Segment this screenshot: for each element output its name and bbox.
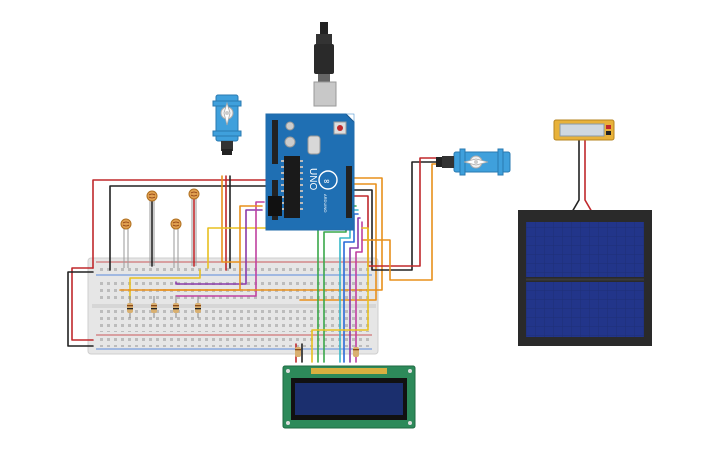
- wire-black-left: [67, 271, 94, 347]
- wire-yellow2: [129, 269, 201, 301]
- resistor-icon: [195, 296, 201, 318]
- arduino-uno-board[interactable]: ∞ UNO ARDUINO: [265, 22, 355, 231]
- servo-motor-icon[interactable]: [436, 148, 511, 176]
- resistor-icon: [151, 296, 157, 318]
- wire-pink-r: [355, 221, 363, 363]
- wire-pink: [175, 201, 265, 297]
- resistor-icon: [173, 296, 179, 318]
- wire-red-left: [71, 267, 94, 341]
- wire-purple-r: [349, 217, 361, 363]
- wire-orange-servo2: [361, 163, 447, 281]
- wire-orange-right: [119, 177, 383, 291]
- wire-purple: [175, 209, 263, 285]
- wire-black-right: [351, 161, 443, 271]
- resistor-icon: [127, 296, 133, 318]
- photoresistor-group[interactable]: [120, 188, 200, 268]
- photoresistor-icon: [170, 218, 182, 268]
- arduino-model-label: UNO: [307, 168, 318, 190]
- wire-red-right: [349, 157, 443, 267]
- wire-solar-black: [571, 139, 580, 213]
- resistor-icon: [353, 347, 359, 357]
- lcd-display-icon[interactable]: [282, 365, 416, 429]
- resistor-group[interactable]: [127, 296, 359, 357]
- breadboard[interactable]: [87, 257, 379, 355]
- arduino-brand-label: ARDUINO: [323, 194, 328, 212]
- wire-blue: [343, 213, 359, 363]
- wire-solar-red: [584, 139, 593, 213]
- wire-yellow-lcd: [311, 227, 369, 363]
- voltmeter-icon[interactable]: [553, 119, 615, 141]
- wire-servo1-orange: [221, 175, 241, 263]
- photoresistor-icon: [188, 188, 200, 266]
- servo-motor-icon[interactable]: [212, 94, 242, 155]
- solar-panel-icon[interactable]: [518, 210, 652, 346]
- wire-orange-right2: [299, 183, 377, 301]
- usb-connector-icon: [313, 22, 337, 107]
- wire-red-top: [92, 179, 273, 269]
- resistor-icon: [295, 347, 301, 357]
- svg-text:∞: ∞: [324, 177, 330, 187]
- photoresistor-icon: [146, 190, 158, 266]
- photoresistor-icon: [120, 218, 132, 268]
